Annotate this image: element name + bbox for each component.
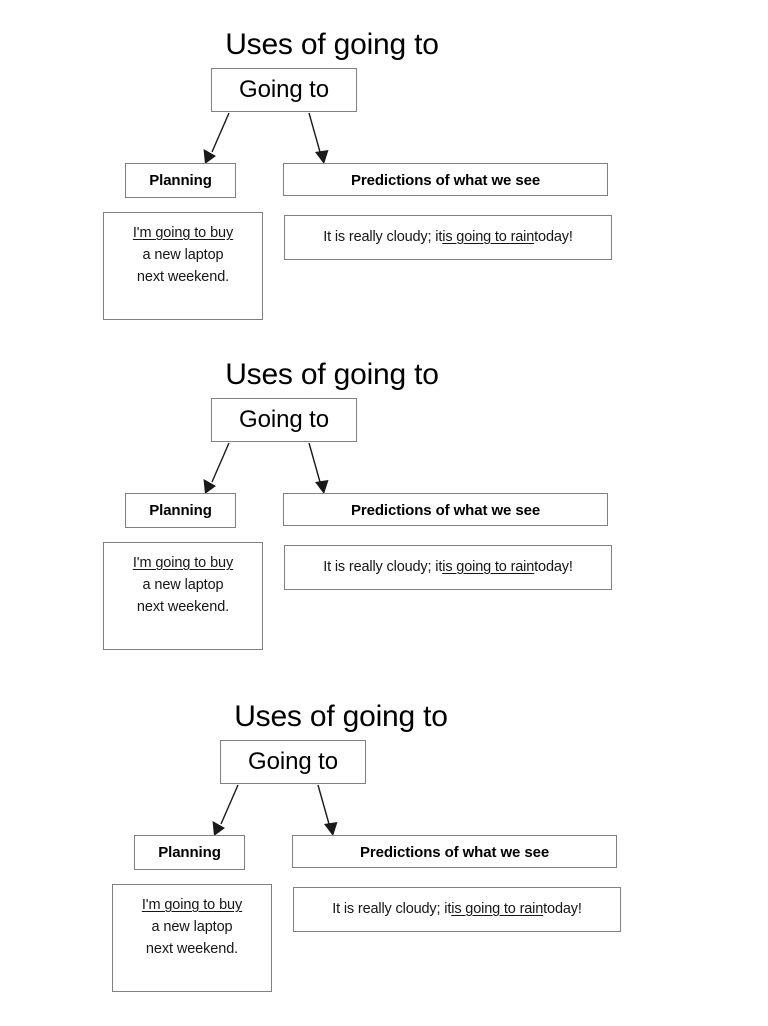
arrow-head-right (315, 150, 329, 164)
diagram-block-2: Uses of going to Going to Planning Predi… (0, 354, 768, 684)
arrow-line-right (317, 784, 330, 825)
example-prefix: It is really cloudy; it (323, 229, 443, 245)
root-box-going-to: Going to (211, 68, 357, 112)
branch-box-predictions: Predictions of what we see (283, 493, 608, 526)
arrow-line-left (211, 112, 230, 153)
arrow-head-right (315, 480, 329, 494)
arrow-head-left (203, 149, 216, 164)
branch-box-planning: Planning (134, 835, 245, 870)
arrow-line-left (211, 442, 230, 483)
example-box-predictions: It is really cloudy; it is going to rain… (284, 215, 612, 260)
page-title: Uses of going to (225, 358, 439, 391)
root-box-going-to: Going to (220, 740, 366, 784)
arrow-head-left (203, 479, 216, 494)
branch-box-planning: Planning (125, 163, 236, 198)
example-suffix: today! (534, 229, 573, 245)
example-line-1: I'm going to buy (132, 225, 234, 241)
arrow-head-left (212, 821, 225, 836)
example-line-2: a new laptop (142, 247, 224, 263)
arrow-line-left (220, 784, 239, 825)
example-prefix: It is really cloudy; it (332, 901, 452, 917)
example-prefix: It is really cloudy; it (323, 559, 443, 575)
branch-box-predictions: Predictions of what we see (292, 835, 617, 868)
arrow-line-right (308, 442, 321, 483)
example-line-1: I'm going to buy (132, 555, 234, 571)
example-line-2: a new laptop (142, 577, 224, 593)
example-line-2: a new laptop (151, 919, 233, 935)
example-line-3: next weekend. (145, 941, 239, 957)
page-title: Uses of going to (225, 28, 439, 61)
example-suffix: today! (543, 901, 582, 917)
example-box-planning: I'm going to buy a new laptop next weeke… (103, 542, 263, 650)
example-underlined: is going to rain (442, 559, 535, 575)
diagram-block-3: Uses of going to Going to Planning Predi… (9, 696, 768, 1026)
example-underlined: is going to rain (451, 901, 544, 917)
arrow-head-right (324, 822, 338, 836)
example-underlined: is going to rain (442, 229, 535, 245)
example-box-predictions: It is really cloudy; it is going to rain… (293, 887, 621, 932)
arrow-line-right (308, 112, 321, 153)
root-box-going-to: Going to (211, 398, 357, 442)
page-title: Uses of going to (234, 700, 448, 733)
example-suffix: today! (534, 559, 573, 575)
example-box-planning: I'm going to buy a new laptop next weeke… (112, 884, 272, 992)
example-line-3: next weekend. (136, 599, 230, 615)
example-box-predictions: It is really cloudy; it is going to rain… (284, 545, 612, 590)
example-box-planning: I'm going to buy a new laptop next weeke… (103, 212, 263, 320)
diagram-block-1: Uses of going to Going to Planning Predi… (0, 24, 768, 354)
example-line-3: next weekend. (136, 269, 230, 285)
branch-box-planning: Planning (125, 493, 236, 528)
branch-box-predictions: Predictions of what we see (283, 163, 608, 196)
example-line-1: I'm going to buy (141, 897, 243, 913)
